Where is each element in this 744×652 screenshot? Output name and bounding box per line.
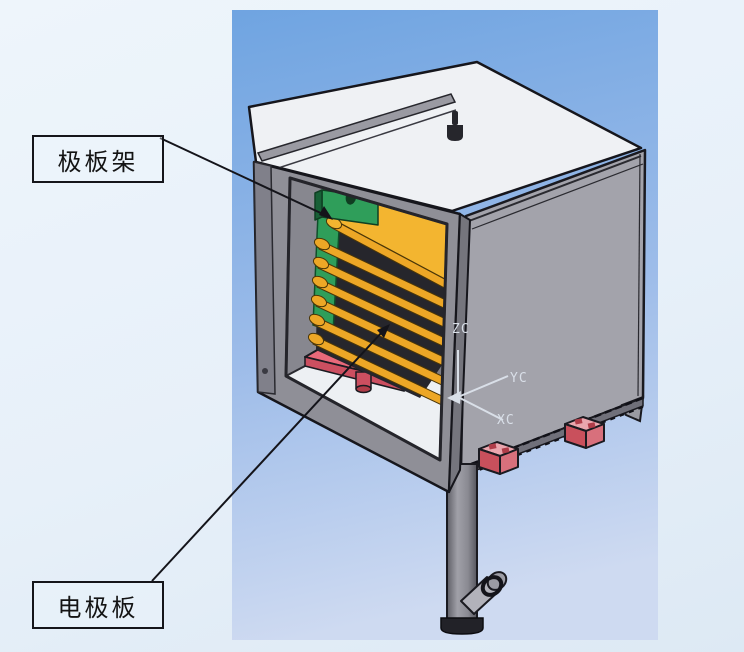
triad-arrow-icon	[447, 391, 461, 404]
triad-label-zc: ZC	[452, 322, 470, 337]
triad-label-yc: YC	[510, 371, 528, 386]
lid-knob-icon	[447, 111, 463, 141]
leader-arrowhead-electrode-plate	[377, 324, 390, 338]
electrode-plate-stack	[307, 237, 447, 407]
mounting-foot-front	[478, 441, 519, 475]
frame-hole	[262, 368, 268, 374]
callout-plate-rack: 极板架	[32, 135, 164, 183]
leader-arrowhead-plate-rack	[319, 206, 333, 220]
pipe-branch	[460, 571, 508, 615]
drain-pipe	[440, 463, 508, 635]
callout-plate-rack-label: 极板架	[57, 149, 139, 176]
front-frame	[252, 160, 472, 494]
chamber-lid	[247, 60, 643, 213]
callout-electrode-plate-label: 电极板	[57, 595, 139, 622]
callout-electrode-plate: 电极板	[32, 581, 164, 629]
triad-label-xc: XC	[497, 413, 515, 428]
mounting-foot-rear	[564, 416, 605, 449]
pipe-flange	[440, 617, 484, 635]
leader-lines	[151, 137, 390, 582]
coordinate-triad: ZC YC XC	[447, 322, 528, 428]
